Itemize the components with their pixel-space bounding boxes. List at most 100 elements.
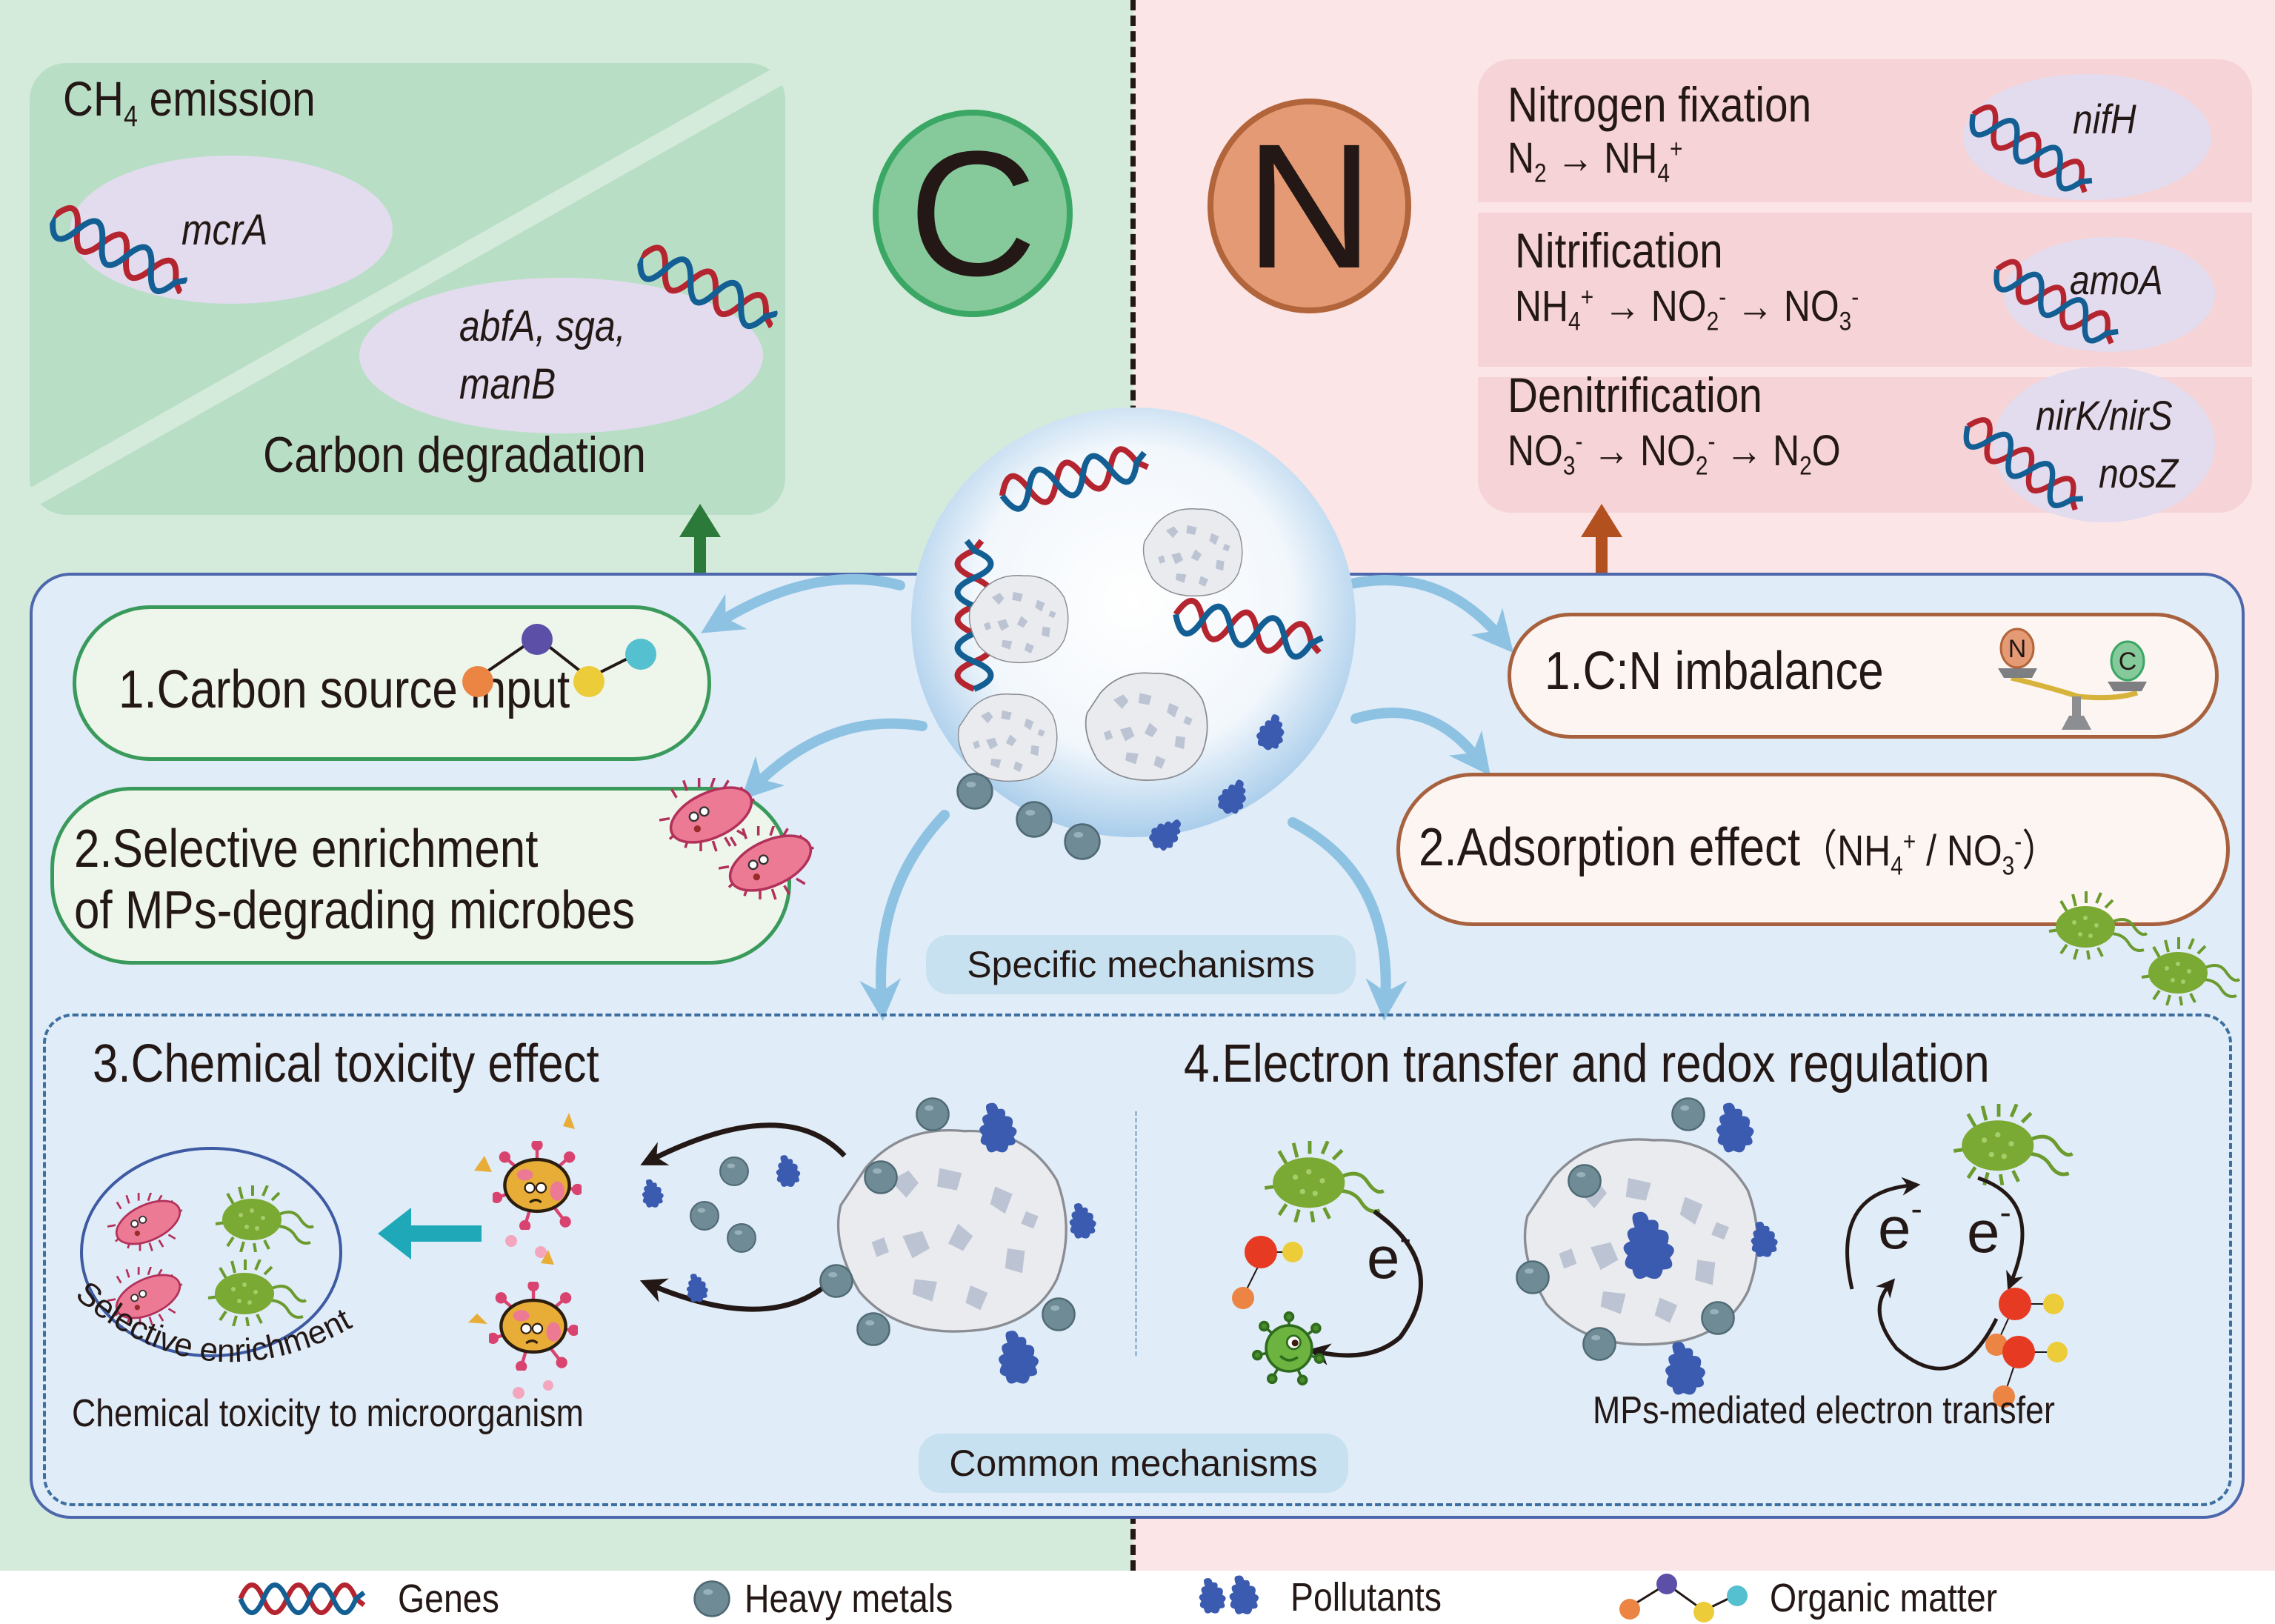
svg-text:Selective enrichment: Selective enrichment bbox=[70, 1274, 357, 1369]
heavy-metal-icon bbox=[1671, 1097, 1705, 1131]
carbon-source-input-label: 1.Carbon source input bbox=[119, 660, 570, 719]
electron-symbol: e- bbox=[1967, 1193, 2011, 1265]
common-mechanisms-box bbox=[43, 1014, 2232, 1506]
denitrification-equation: NO3- → NO2- → N2O bbox=[1508, 427, 1895, 481]
row-separator bbox=[1478, 202, 2252, 213]
pollutant-icon bbox=[776, 1155, 801, 1187]
nitrification-equation: NH4+ → NO2- → NO3- bbox=[1515, 282, 1915, 336]
heavy-metal-icon bbox=[1064, 823, 1101, 860]
common-mechanisms-label: Common mechanisms bbox=[919, 1434, 1348, 1493]
heavy-metal-icon bbox=[1582, 1327, 1616, 1361]
selective-enrichment-circle bbox=[80, 1147, 342, 1357]
arrow-to-selective-enrichment bbox=[741, 718, 927, 800]
organic-matter-icon bbox=[462, 624, 656, 697]
heavy-metal-icon bbox=[1016, 801, 1053, 838]
electron-transfer-caption: MPs-mediated electron transfer bbox=[1593, 1389, 2055, 1432]
heavy-metal-icon bbox=[864, 1160, 898, 1194]
microplastic-particle-icon bbox=[1085, 672, 1208, 782]
nitrogen-badge: N bbox=[1208, 99, 1411, 313]
electron-symbol: e- bbox=[1367, 1219, 1411, 1291]
green-bacteria-icon bbox=[1265, 1139, 1383, 1222]
nitrogen-fixation-equation: N2 → NH4+ bbox=[1508, 134, 1711, 188]
pink-bacteria-icon bbox=[719, 826, 821, 900]
pink-bacteria-icon bbox=[107, 1193, 188, 1252]
selective-enrichment-caption: Selective enrichment bbox=[70, 1274, 357, 1369]
pollutant-icon bbox=[686, 1274, 708, 1302]
chemical-equation: NO3- → NO2- → N2O bbox=[1508, 427, 1841, 481]
arrow-to-adsorption bbox=[1350, 708, 1491, 776]
pollutant-icon bbox=[979, 1102, 1017, 1153]
arrow-to-carbon-source bbox=[701, 573, 905, 633]
scale-n-label: N bbox=[2008, 635, 2027, 663]
electron-symbol: e- bbox=[1878, 1189, 1922, 1261]
scale-c-label: C bbox=[2119, 648, 2137, 676]
legend: Genes Heavy metals Pollutants Organic ma… bbox=[0, 1571, 2275, 1624]
adsorbed-ions: （NH4+ / NO3-） bbox=[1800, 827, 2059, 881]
green-bacteria-icon bbox=[1953, 1102, 2072, 1185]
legend-item-pollutants: Pollutants bbox=[1193, 1574, 1466, 1621]
denitrification-title: Denitrification bbox=[1508, 367, 1762, 422]
heavy-metal-icon bbox=[690, 1201, 719, 1231]
pollutant-icon bbox=[999, 1331, 1039, 1384]
mechanism-adsorption-effect bbox=[1396, 773, 2230, 926]
pollutant-icon bbox=[642, 1179, 664, 1208]
mechanism-cn-imbalance bbox=[1508, 613, 2219, 739]
heavy-metal-icon bbox=[1568, 1164, 1602, 1198]
gene-bubble-nirK-nosZ: nirK/nirS nosZ bbox=[1993, 367, 2215, 522]
carbon-degradation-title: Carbon degradation bbox=[263, 427, 646, 483]
pollutant-icon bbox=[1716, 1102, 1754, 1153]
heavy-metal-icon bbox=[916, 1097, 950, 1131]
electron-transfer-right-cycle: e- e- bbox=[1845, 1102, 2089, 1408]
common-mechanisms-inner-divider bbox=[1135, 1111, 1137, 1356]
pollutants-icon bbox=[1199, 1575, 1259, 1614]
organic-molecule-icon bbox=[1985, 1288, 2068, 1408]
specific-mechanisms-label: Specific mechanisms bbox=[926, 935, 1356, 994]
panel-diagonal-separator bbox=[30, 63, 785, 510]
chemical-equation: N2 → NH4+ bbox=[1508, 134, 1683, 188]
heavy-metal-icon bbox=[856, 1312, 890, 1346]
pollutant-icon bbox=[1665, 1342, 1705, 1395]
microplastic-bubble bbox=[911, 407, 1356, 860]
legend-item-heavy-metals: Heavy metals bbox=[693, 1577, 987, 1621]
heavy-metal-icon bbox=[819, 1264, 853, 1298]
microplastic-particle-large bbox=[1516, 1097, 1778, 1395]
arrow-to-common-right bbox=[1288, 817, 1408, 1021]
heavy-metal-icon bbox=[719, 1157, 749, 1186]
toxicity-caption: Chemical toxicity to microorganism bbox=[72, 1392, 584, 1435]
microplastic-particle-icon bbox=[957, 693, 1058, 782]
arrow-up-carbon-icon bbox=[679, 504, 721, 589]
nitrogen-fixation-title: Nitrogen fixation bbox=[1508, 77, 1812, 132]
mechanism-selective-enrichment bbox=[50, 787, 791, 965]
green-bacteria-icon bbox=[2137, 935, 2241, 1009]
nitrification-title: Nitrification bbox=[1515, 223, 1723, 278]
toxicity-title: 3.Chemical toxicity effect bbox=[93, 1034, 599, 1094]
microplastic-particle-large bbox=[819, 1097, 1096, 1384]
heavy-metal-icon bbox=[1516, 1260, 1550, 1294]
selective-enrichment-label: 2.Selective enrichment of MPs-degrading … bbox=[74, 819, 636, 940]
pollutant-icon bbox=[1069, 1203, 1096, 1239]
legend-item-organic-matter: Organic matter bbox=[1619, 1574, 2034, 1623]
microplastic-particle-icon bbox=[968, 574, 1069, 664]
electron-transfer-left-cycle: e- bbox=[1232, 1139, 1423, 1385]
adsorption-effect-label: 2.Adsorption effect（NH4+ / NO3-） bbox=[1419, 818, 2059, 881]
legend-item-genes: Genes bbox=[210, 1577, 516, 1621]
arrow-to-common-left bbox=[859, 810, 950, 1021]
heavy-metal-icon bbox=[727, 1223, 756, 1253]
green-microbe-icon bbox=[1252, 1311, 1325, 1385]
microplastic-particle-icon bbox=[1142, 508, 1243, 597]
cn-imbalance-label: 1.C:N imbalance bbox=[1545, 642, 1884, 701]
arrow-up-nitrogen-icon bbox=[1581, 504, 1622, 589]
electron-transfer-title: 4.Electron transfer and redox regulation bbox=[1184, 1034, 1990, 1094]
chemical-equation: NH4+ → NO2- → NO3- bbox=[1515, 282, 1859, 336]
arrow-to-cn-imbalance bbox=[1339, 575, 1514, 653]
heavy-metal-icon bbox=[1042, 1297, 1076, 1331]
green-bacteria-icon bbox=[214, 1185, 315, 1252]
heavy-metal-icon bbox=[1701, 1301, 1735, 1335]
arrow-left-teal-icon bbox=[378, 1208, 482, 1259]
heavy-metal-icon bbox=[956, 773, 993, 810]
heavy-metals-icon bbox=[693, 1580, 730, 1617]
gene-bubble-mcrA: mcrA bbox=[70, 156, 393, 304]
green-bacteria-icon bbox=[2045, 889, 2148, 963]
ch4-emission-title: CH4 emission bbox=[63, 71, 316, 133]
